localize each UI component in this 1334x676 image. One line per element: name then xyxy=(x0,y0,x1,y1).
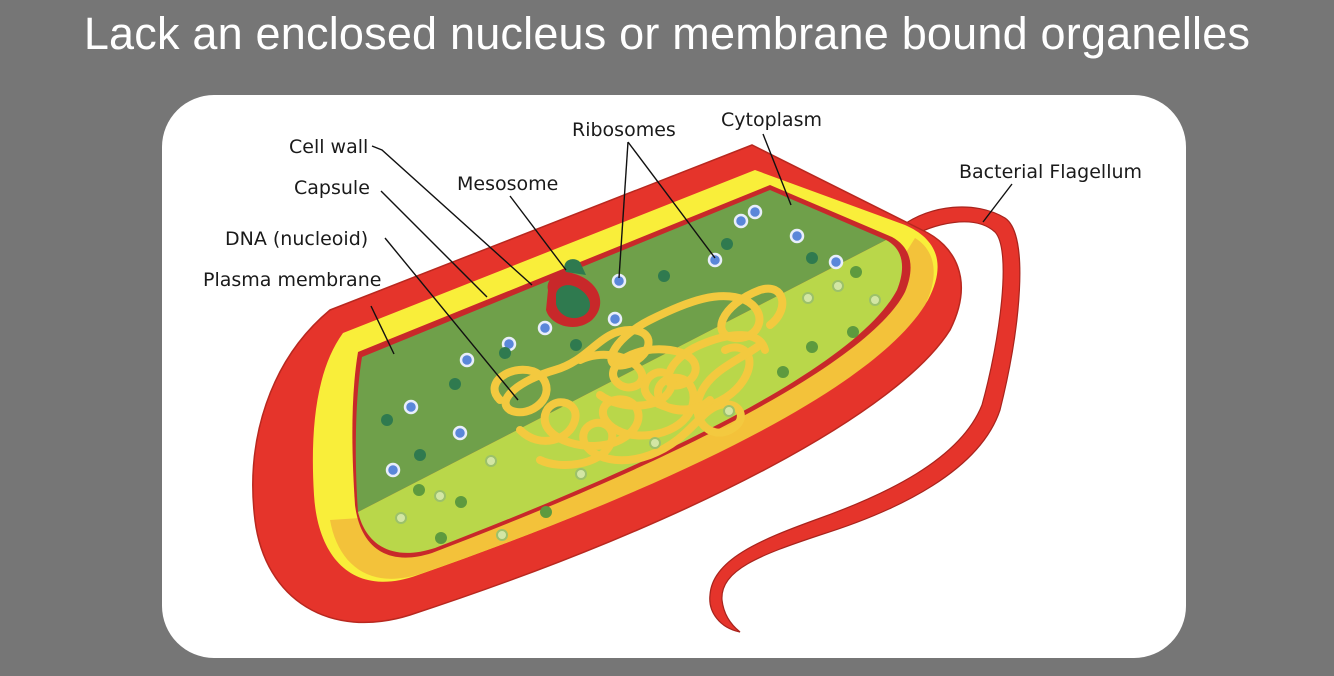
label-dna: DNA (nucleoid) xyxy=(225,228,368,250)
slide-title: Lack an enclosed nucleus or membrane bou… xyxy=(83,8,1251,59)
dna-nucleoid xyxy=(490,284,787,469)
ribosome xyxy=(789,228,805,244)
leader-lines xyxy=(370,133,1013,401)
label-flagellum: Bacterial Flagellum xyxy=(959,161,1142,183)
label-cytoplasm: Cytoplasm xyxy=(721,109,822,131)
ribosome xyxy=(828,254,844,270)
ribosome xyxy=(733,213,749,229)
ribosomes xyxy=(381,204,881,544)
label-cell-wall: Cell wall xyxy=(289,136,368,158)
ribosome xyxy=(452,425,468,441)
label-plasma-membrane: Plasma membrane xyxy=(203,269,381,291)
cytoplasm-light xyxy=(358,240,903,553)
ribosome xyxy=(747,204,763,220)
cytoplasm-dark xyxy=(355,190,887,512)
label-mesosome: Mesosome xyxy=(457,173,558,195)
ribosome xyxy=(385,462,401,478)
ribosome xyxy=(459,352,475,368)
label-capsule: Capsule xyxy=(294,177,370,199)
ribosome xyxy=(403,399,419,415)
mesosome xyxy=(546,259,601,327)
ribosome xyxy=(537,320,553,336)
flagellum xyxy=(709,206,1021,633)
ribosome xyxy=(707,252,723,268)
label-ribosomes: Ribosomes xyxy=(572,119,676,141)
ribosome xyxy=(607,311,623,327)
